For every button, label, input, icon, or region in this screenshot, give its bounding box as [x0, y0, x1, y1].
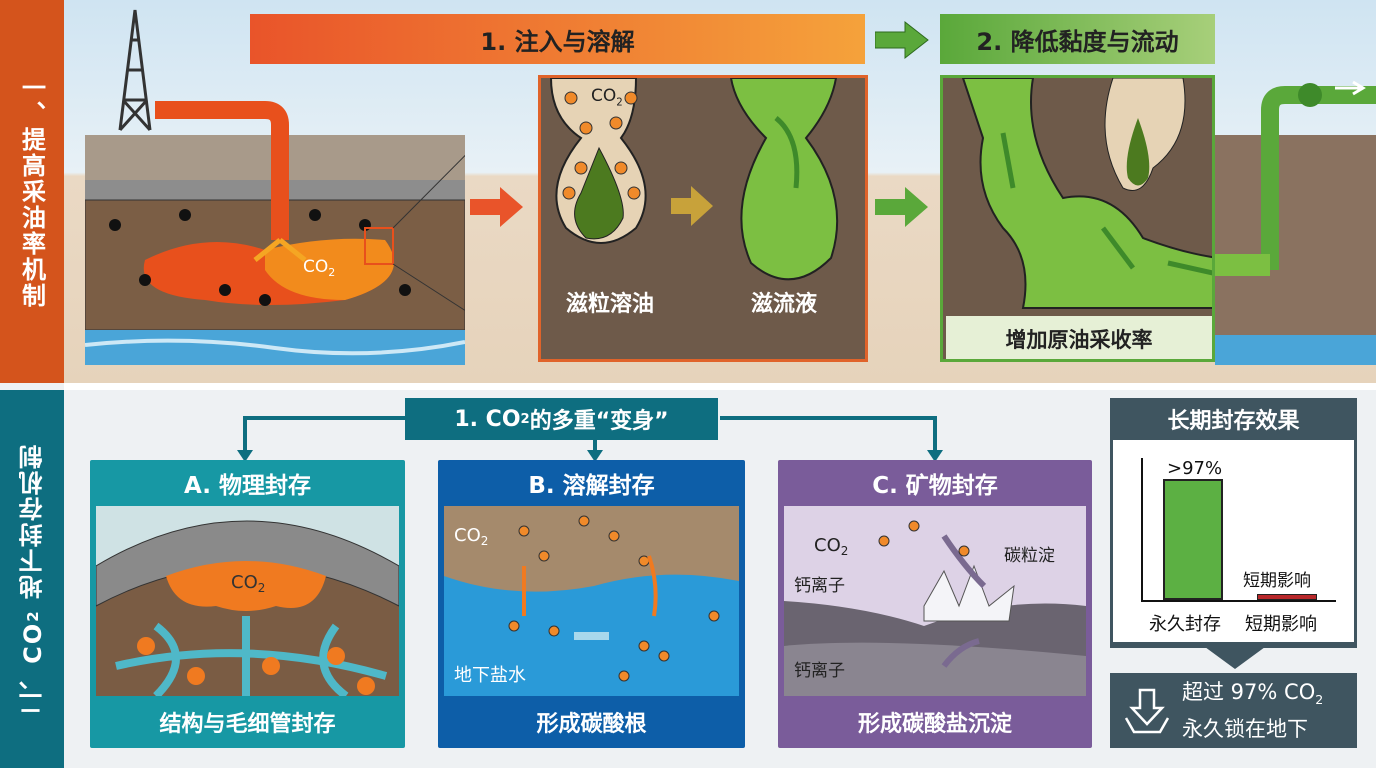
panel-physical-storage: A. 物理封存 CO2 结构与毛细管封存: [90, 460, 405, 748]
arrow-right-icon: [875, 187, 928, 227]
recovery-label-box: 增加原油采收率: [946, 316, 1212, 359]
section1-label: 一、提高采油率机制: [0, 0, 64, 383]
summary-line1: 超过 97% CO2: [1182, 680, 1324, 708]
section2-label: 二、CO2 地下封存机制: [0, 390, 64, 768]
effect-title: 长期封存效果: [1167, 409, 1300, 434]
svg-text:钙离子: 钙离子: [794, 661, 845, 681]
production-pipe: [1215, 80, 1376, 365]
reservoir-illustration: CO2: [85, 9, 465, 365]
svg-text:CO2: CO2: [231, 572, 265, 595]
svg-text:CO2: CO2: [814, 535, 848, 558]
bar1-value-label: >97%: [1167, 458, 1223, 479]
flow-zoom-box: 增加原油采收率: [940, 75, 1215, 362]
panel-dissolution-storage: B. 溶解封存 CO2 地下盐水 形成碳酸根: [438, 460, 745, 748]
co2-label: CO2: [591, 86, 623, 109]
lock-down-icon: [1124, 688, 1170, 733]
step2-banner: 2. 降低黏度与流动: [940, 14, 1215, 64]
bar-short-term: [1257, 594, 1317, 600]
derrick-icon: [118, 9, 152, 132]
panel-mineral-storage: C. 矿物封存 CO2 钙离子 钙离子 碳粒淀 形成碳酸盐沉淀: [778, 460, 1092, 748]
bar2-top-label: 短期影响: [1243, 571, 1311, 591]
svg-text:CO2: CO2: [303, 257, 335, 279]
down-pointer: [1205, 647, 1265, 669]
y-axis: [1141, 458, 1143, 601]
summary-line2: 永久锁在地下: [1182, 716, 1308, 741]
arrow-right-icon: [470, 187, 523, 227]
step1-banner: 1. 注入与溶解: [250, 14, 865, 64]
connector-arrows: [237, 416, 943, 462]
effect-chart: >97% 短期影响 永久封存 短期影响: [1113, 440, 1354, 642]
swell-label: 滋粒溶油: [566, 292, 655, 317]
summary-box: 超过 97% CO2 永久锁在地下: [1110, 673, 1357, 748]
bar2-label: 短期影响: [1245, 614, 1317, 635]
bar-permanent: [1163, 478, 1223, 600]
svg-text:地下盐水: 地下盐水: [454, 665, 526, 686]
dissolution-zoom-box: 滋粒溶油 滋流液 CO2: [538, 75, 868, 362]
flow-label: 滋流液: [751, 292, 818, 317]
svg-text:碳粒淀: 碳粒淀: [1004, 546, 1055, 566]
svg-text:CO2: CO2: [454, 525, 488, 548]
divider: [64, 383, 1376, 390]
bar1-label: 永久封存: [1149, 614, 1221, 635]
svg-text:钙离子: 钙离子: [794, 576, 845, 596]
x-axis: [1141, 600, 1336, 602]
storage-effect-box: 长期封存效果 >97% 短期影响 永久封存 短期影响: [1110, 398, 1357, 648]
arrow-right-icon: [875, 20, 929, 60]
